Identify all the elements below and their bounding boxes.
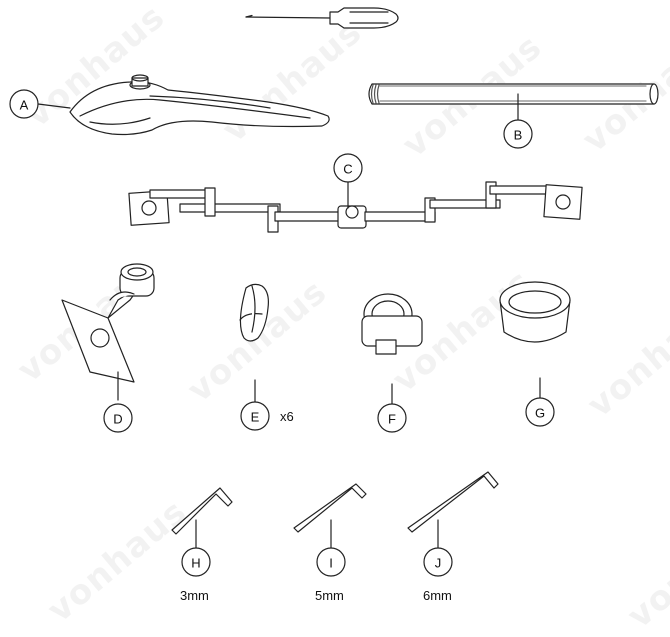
allen-key-h-icon xyxy=(171,487,233,535)
callout-j: J xyxy=(435,556,442,571)
monitor-mount-part-icon xyxy=(61,263,155,383)
callout-a: A xyxy=(20,98,29,113)
callout-circles xyxy=(9,89,555,577)
wrench-size-j: 6mm xyxy=(423,588,452,603)
parts-illustration: A B C D E F G H I J xyxy=(9,7,659,577)
callout-d: D xyxy=(113,412,122,427)
clamp-part-icon xyxy=(361,293,423,355)
quantity-label: x6 xyxy=(280,409,294,424)
leader-lines xyxy=(37,93,541,549)
base-part-icon xyxy=(69,74,330,136)
pole-part-icon xyxy=(368,83,659,105)
screwdriver-icon xyxy=(245,7,399,29)
wrench-size-i: 5mm xyxy=(315,588,344,603)
parts-diagram: vonhaus vonhaus vonhaus vonhaus vonhaus … xyxy=(9,0,670,637)
ring-part-icon xyxy=(499,281,571,343)
allen-key-i-icon xyxy=(293,483,367,533)
callout-h: H xyxy=(191,556,200,571)
cable-clip-part-icon xyxy=(239,283,269,342)
allen-key-j-icon xyxy=(407,471,499,533)
callout-i: I xyxy=(329,556,333,571)
callout-b: B xyxy=(514,128,523,143)
callout-e: E xyxy=(251,410,260,425)
callout-g: G xyxy=(535,406,545,421)
callout-f: F xyxy=(388,412,396,427)
callout-c: C xyxy=(343,162,352,177)
wrench-size-h: 3mm xyxy=(180,588,209,603)
dual-arm-part-icon xyxy=(128,181,583,233)
